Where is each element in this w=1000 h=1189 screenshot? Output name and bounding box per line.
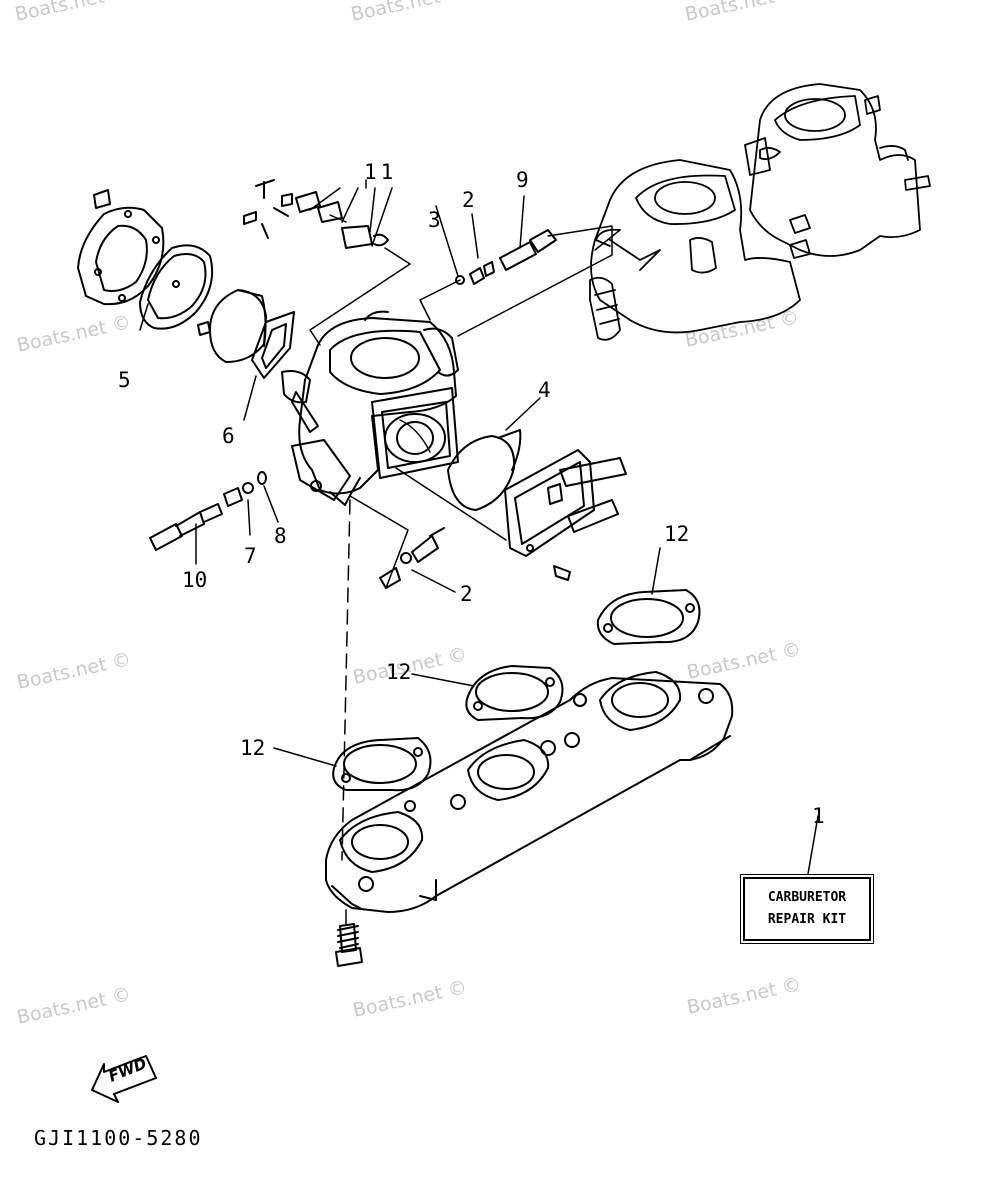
fwd-arrow-icon <box>91 1055 157 1103</box>
callout-2: 2 <box>460 582 473 606</box>
dashed-leader <box>341 499 351 931</box>
callout-6: 6 <box>222 424 235 448</box>
callout-12: 12 <box>664 522 690 546</box>
callout-2: 2 <box>462 188 475 212</box>
intake-manifold <box>325 671 734 913</box>
carburetor-repair-kit-box: CARBURETOR REPAIR KIT <box>743 877 871 941</box>
needle-valve-set <box>243 179 389 249</box>
callout-7: 7 <box>244 544 257 568</box>
lower-screw-set <box>379 527 445 589</box>
mixture-screw-set <box>455 229 557 285</box>
gasket-12-a <box>596 589 701 645</box>
repair-kit-line2: REPAIR KIT <box>767 912 847 927</box>
repair-kit-line1: CARBURETOR <box>767 890 847 905</box>
callout-8: 8 <box>274 524 287 548</box>
callout-10: 10 <box>182 568 208 592</box>
manifold-bolt <box>335 923 363 967</box>
gasket-12-b <box>465 665 564 721</box>
gasket-6 <box>251 311 295 379</box>
callout-3: 3 <box>428 208 441 232</box>
callout-1: 1 <box>812 804 825 828</box>
callout-11: 11 <box>364 160 398 184</box>
callout-9: 9 <box>516 168 529 192</box>
gasket-12-c <box>332 737 432 792</box>
pilot-screw-set <box>149 439 351 551</box>
fuel-pump-block <box>504 449 627 581</box>
check-valve-cover <box>209 289 267 363</box>
diagram-code: GJI1100-5280 <box>34 1126 203 1150</box>
callout-12: 12 <box>240 736 266 760</box>
callout-5: 5 <box>118 368 131 392</box>
diaphragm-cover <box>447 429 522 511</box>
callout-4: 4 <box>538 378 551 402</box>
rear-carburetors <box>589 83 931 341</box>
carburetor-body <box>281 310 459 506</box>
leader-lines <box>139 179 819 875</box>
callout-12: 12 <box>386 660 412 684</box>
